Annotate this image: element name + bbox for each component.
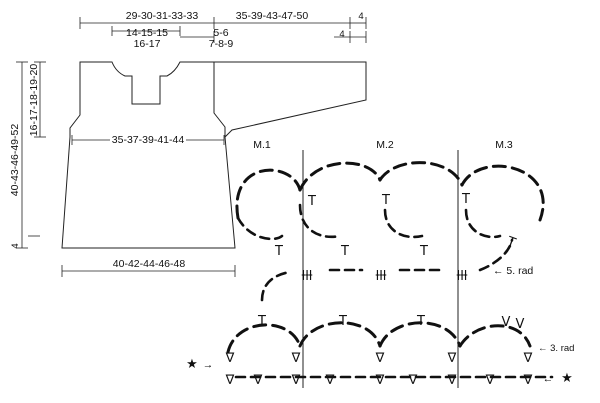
armhole-depth-label: 16-17-18-19-20 xyxy=(28,64,40,137)
dc-triangle-symbol: ∇ xyxy=(523,351,533,366)
crochet-chart: M.1 M.2 M.3 T T T T T T T ƚƚƚ ƚƚƚ ƚƚƚ ← … xyxy=(186,139,574,388)
treble-symbol: T xyxy=(338,314,347,329)
dc-triangle-symbol: ∇ xyxy=(291,351,301,366)
cuff-dimension: 4 xyxy=(334,29,367,43)
armhole-depth-dimension: 16-17-18-19-20 xyxy=(28,61,46,138)
shoulder-label-1: 5-6 xyxy=(213,27,228,39)
treble-symbol: T xyxy=(274,244,283,259)
top-width-label: 29-30-31-33-33 xyxy=(126,10,199,22)
section-label-m3: M.3 xyxy=(495,139,513,151)
dc-triangle-symbol: ∇ xyxy=(447,351,457,366)
neck-width-dimension: 14-15-15 16-17 xyxy=(111,26,181,50)
chain-arch xyxy=(298,203,342,239)
neck-width-label-2: 16-17 xyxy=(134,38,161,50)
v-stitch-symbol: V xyxy=(502,315,511,330)
treble-symbol: T xyxy=(381,193,390,208)
arrow-left-icon: ← xyxy=(543,373,554,385)
sleeve-cuff-label: 4 xyxy=(358,11,363,22)
row3-label: ← 3. rad xyxy=(538,343,574,354)
chain-arch xyxy=(226,323,302,354)
dc-triangle-symbol: ∇ xyxy=(225,373,235,388)
hem-height-dimension: 4 xyxy=(10,235,40,249)
dc-triangle-symbol: ∇ xyxy=(447,373,457,388)
chain-arch xyxy=(298,161,382,192)
dc-triangle-symbol: ∇ xyxy=(253,373,263,388)
v-stitch-symbol: V xyxy=(516,317,525,332)
row5-label: ← 5. rad xyxy=(493,265,533,277)
dc-triangle-symbol: ∇ xyxy=(485,373,495,388)
chain-arch xyxy=(298,321,382,348)
section-label-m1: M.1 xyxy=(253,139,271,151)
treble-symbol: T xyxy=(461,192,470,207)
dc-triangle-symbol: ∇ xyxy=(523,373,533,388)
chain-arch xyxy=(236,216,284,241)
dc-triangle-symbol: ∇ xyxy=(291,373,301,388)
sleeve-length-label: 35-39-43-47-50 xyxy=(236,10,309,22)
garment-outline xyxy=(61,61,367,249)
end-star-icon: ★ xyxy=(561,371,573,386)
treble-symbol: T xyxy=(340,244,349,259)
arrow-right-icon: → xyxy=(203,359,214,371)
chain-arch xyxy=(460,164,545,222)
chain-arch xyxy=(464,208,502,239)
shoulder-dimension: 5-6 7-8-9 xyxy=(180,27,233,50)
triple-cross-symbol: ƚƚƚ xyxy=(376,269,387,284)
triple-cross-symbol: ƚƚƚ xyxy=(457,269,468,284)
bottom-width-dimension: 40-42-44-46-48 xyxy=(61,258,236,277)
dc-triangle-symbol: ∇ xyxy=(375,373,385,388)
triple-cross-symbol: ƚƚƚ xyxy=(302,269,313,284)
treble-symbol: T xyxy=(257,314,266,329)
treble-symbol: T xyxy=(419,244,428,259)
top-width-dimension: 29-30-31-33-33 xyxy=(79,10,215,29)
chain-arch xyxy=(378,161,464,187)
chain-arch xyxy=(383,208,424,239)
dc-triangle-symbol: ∇ xyxy=(225,351,235,366)
total-length-dimension: 40-43-46-49-52 xyxy=(9,61,28,249)
chain-segment xyxy=(260,270,292,302)
section-label-m2: M.2 xyxy=(376,139,394,151)
start-star-icon: ★ xyxy=(186,357,198,372)
bottom-width-label: 40-42-44-46-48 xyxy=(113,258,186,270)
chain-segment xyxy=(478,238,514,272)
neck-width-label-1: 14-15-15 xyxy=(126,27,168,39)
dc-triangle-symbol: ∇ xyxy=(408,373,418,388)
chest-width-label: 35-37-39-41-44 xyxy=(112,134,185,146)
shoulder-label-2: 7-8-9 xyxy=(209,38,234,50)
chest-width-dimension: 35-37-39-41-44 xyxy=(71,133,225,146)
total-length-label: 40-43-46-49-52 xyxy=(9,124,21,197)
hem-height-label: 4 xyxy=(10,243,21,248)
dc-triangle-symbol: ∇ xyxy=(325,373,335,388)
treble-symbol: T xyxy=(504,234,518,251)
chain-arch xyxy=(235,168,302,220)
chain-arch xyxy=(458,324,532,348)
dc-triangle-symbol: ∇ xyxy=(375,351,385,366)
sleeve-length-dimension: 35-39-43-47-50 4 xyxy=(214,10,367,29)
treble-symbol: T xyxy=(307,194,316,209)
cuff-label: 4 xyxy=(339,29,344,40)
chain-arch xyxy=(378,321,462,348)
